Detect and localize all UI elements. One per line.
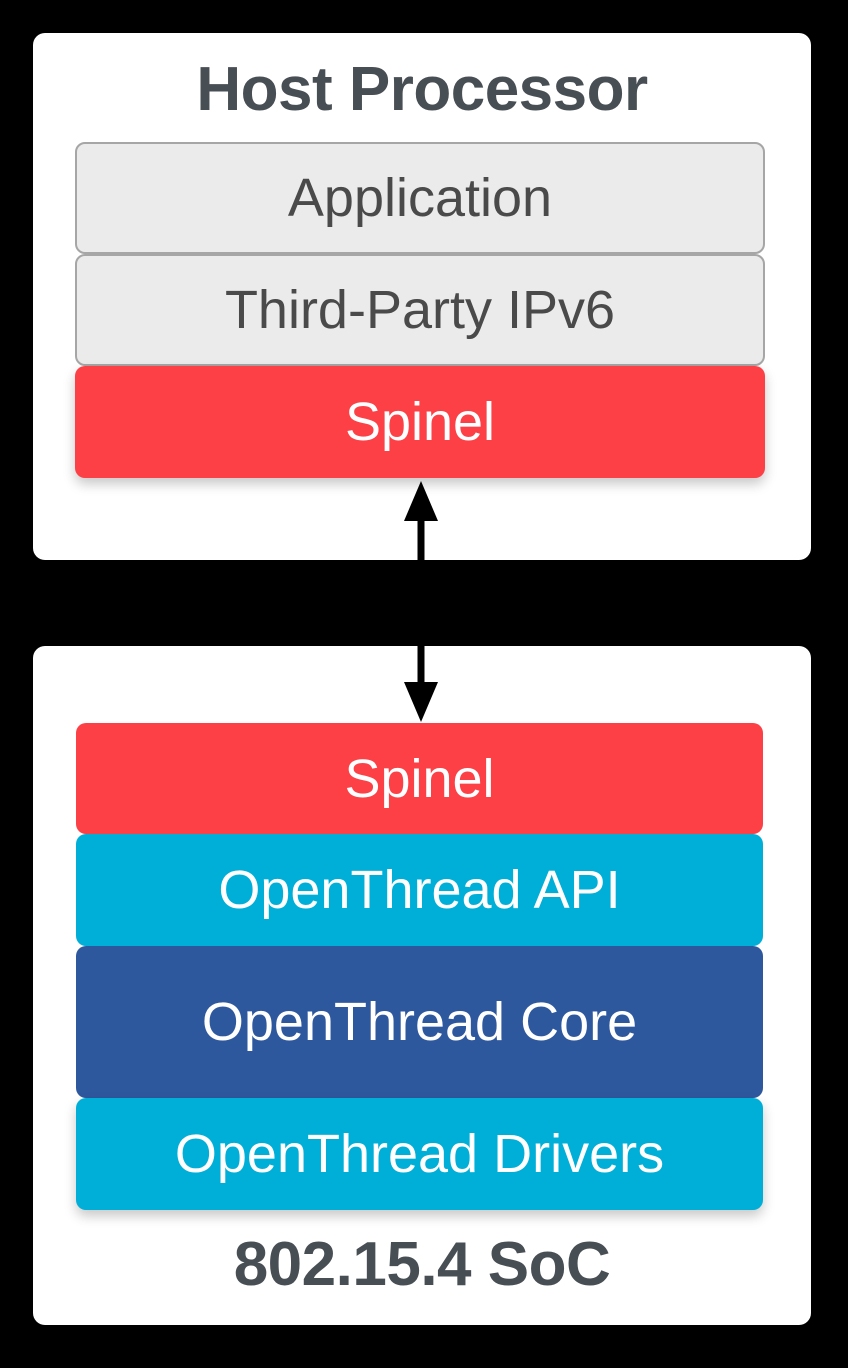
host-processor-card: Host Processor Application Third-Party I… — [33, 33, 811, 560]
soc-layer-openthread-api: OpenThread API — [76, 834, 763, 946]
soc-layer-openthread-core: OpenThread Core — [76, 946, 763, 1098]
soc-layer-openthread-api-label: OpenThread API — [218, 860, 621, 920]
host-layer-application-label: Application — [287, 168, 553, 228]
soc-card: Spinel OpenThread API OpenThread Core Op… — [33, 646, 811, 1325]
soc-layer-spinel-label: Spinel — [344, 748, 495, 809]
host-layer-spinel-label: Spinel — [344, 392, 496, 452]
soc-layer-spinel: Spinel — [76, 723, 763, 834]
host-card-title: Host Processor — [196, 55, 648, 124]
host-layer-third-party-ipv6-label: Third-Party IPv6 — [224, 280, 616, 340]
soc-layer-openthread-drivers-label: OpenThread Drivers — [174, 1124, 665, 1184]
host-layer-third-party-ipv6: Third-Party IPv6 — [75, 254, 765, 366]
soc-layer-openthread-drivers: OpenThread Drivers — [76, 1098, 763, 1210]
host-layer-spinel: Spinel — [75, 366, 765, 478]
soc-card-title: 802.15.4 SoC — [233, 1230, 611, 1299]
host-layer-application: Application — [75, 142, 765, 254]
soc-layer-openthread-core-label: OpenThread Core — [201, 992, 638, 1052]
